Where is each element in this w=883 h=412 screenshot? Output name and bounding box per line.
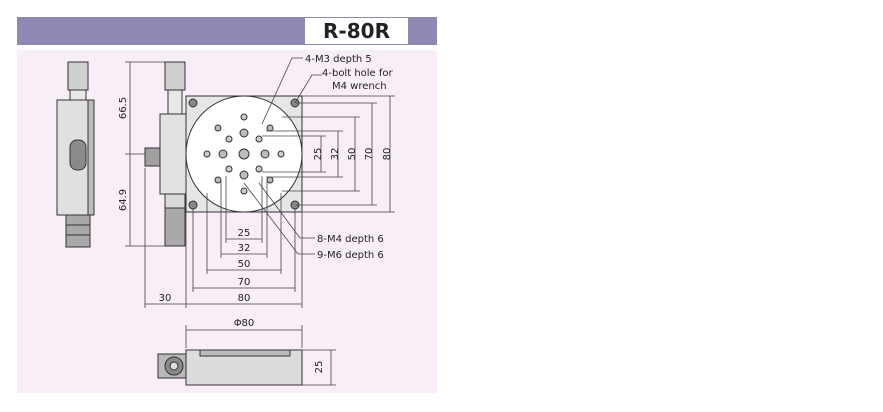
front-view (157, 349, 303, 386)
label-v-32: 32 (330, 148, 341, 161)
m6-hole-3 (218, 149, 228, 159)
m6-hole-6 (266, 124, 274, 132)
callout-m6: 9-M6 depth 6 (317, 250, 384, 261)
m6-hole-8 (266, 176, 274, 184)
label-h-50: 50 (238, 259, 251, 270)
side-view (56, 61, 95, 248)
m6-hole-2 (239, 170, 249, 180)
m6-hole-1 (239, 128, 249, 138)
m6-hole-7 (214, 176, 222, 184)
side-scale-strip (87, 99, 95, 216)
micrometer-bottom (164, 207, 186, 247)
dimension-labels: 66.5 64.9 25 32 50 70 80 25 32 50 70 80 … (118, 54, 394, 373)
label-v25-front: 25 (314, 361, 325, 374)
m3-hole-4 (255, 165, 263, 173)
front-knob-center (169, 361, 179, 371)
top-view (144, 61, 303, 247)
side-lock-knob (69, 139, 87, 171)
callout-m4: 8-M4 depth 6 (317, 234, 384, 245)
center-hole (238, 148, 250, 160)
front-scale (199, 349, 291, 357)
label-h-70: 70 (238, 277, 251, 288)
dimension-lines (125, 57, 395, 386)
label-h-30: 30 (159, 293, 172, 304)
bolt-hole-bl (188, 200, 198, 210)
label-h-25: 25 (238, 228, 251, 239)
label-h-80: 80 (238, 293, 251, 304)
label-66-5: 66.5 (118, 97, 129, 119)
label-h-32: 32 (238, 243, 251, 254)
side-knob-neck (69, 89, 87, 101)
model-title: R-80R (305, 18, 408, 44)
m3-hole-2 (255, 135, 263, 143)
m3-hole-3 (225, 165, 233, 173)
label-v-80: 80 (382, 148, 393, 161)
lock-screw (144, 147, 161, 167)
callout-bolt-1: 4-bolt hole for (322, 68, 394, 79)
m4-hole-4 (277, 150, 285, 158)
label-phi-80: Φ80 (234, 318, 255, 329)
side-micrometer (65, 214, 91, 248)
m4-hole-3 (203, 150, 211, 158)
leader-m6 (243, 182, 315, 255)
side-knob-top (67, 61, 89, 91)
m4-hole-1 (240, 113, 248, 121)
label-64-9: 64.9 (118, 189, 129, 211)
leader-bolt (294, 74, 322, 104)
micrometer-bottom-shaft (164, 193, 186, 209)
label-v-70: 70 (364, 148, 375, 161)
m6-hole-4 (260, 149, 270, 159)
callout-m3: 4-M3 depth 5 (305, 54, 372, 65)
m6-hole-5 (214, 124, 222, 132)
label-v-25: 25 (313, 148, 324, 161)
micrometer-top (164, 61, 186, 91)
label-v-50: 50 (347, 148, 358, 161)
callout-bolt-2: M4 wrench (332, 81, 387, 92)
m3-hole-1 (225, 135, 233, 143)
leader-m3 (261, 57, 303, 125)
m4-hole-2 (240, 187, 248, 195)
leader-m4 (258, 182, 315, 239)
bolt-hole-tl (188, 98, 198, 108)
micrometer-top-shaft (167, 89, 183, 115)
